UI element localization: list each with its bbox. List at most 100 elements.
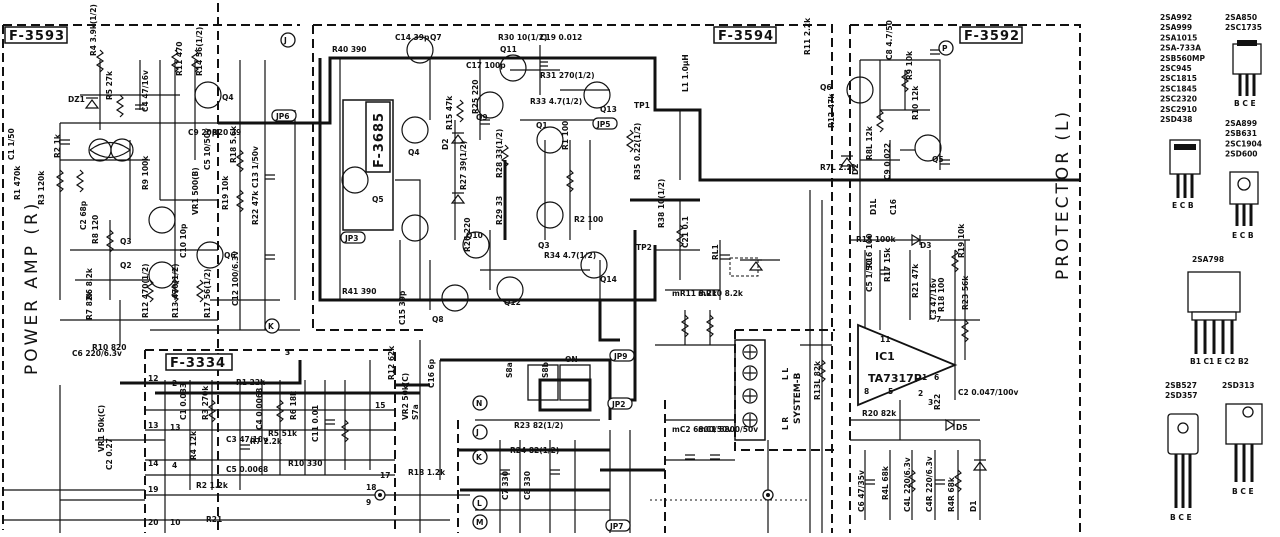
part-label-c11: C11 0.01 [311,405,320,442]
part-label-r1: R1 100 [561,121,570,150]
legend-part-name: 2SB631 [1225,129,1257,138]
part-label-c4: C4 47/16v [141,70,150,112]
part-label-r21: R21 47k [911,263,920,298]
legend-part-name: 2SA992 [1160,13,1192,22]
part-label-q3: Q3 [538,241,550,250]
thin-wiring [3,45,981,533]
connector-l-label: L [477,499,482,508]
part-label-mr11: mR11 8.2k [672,289,718,298]
connector-markers: J P K N J K L M [264,32,954,530]
part-label-r15: R15 47k [445,95,454,130]
part-label-r20: R20 39 [212,128,241,137]
part-label-r8: R8 120 [91,215,100,244]
part-label-dz1: DZ1 [68,95,85,104]
legend-part-name: 2SA899 [1225,119,1257,128]
pin-number: 6 [934,373,939,382]
part-label-q5: Q5 [372,195,384,204]
part-label-r13: R13 470(1/2) [171,263,180,318]
part-label-c17: C17 100p [466,61,506,70]
part-label-r31: R31 270(1/2) [540,71,595,80]
part-label-c5: C5 10/50v [203,128,212,170]
part-label-c3: C3 47/10v [226,435,268,444]
resistor-symbols [55,49,970,493]
part-label-s8b: S8b [541,361,550,378]
pin-number: 13 [148,421,158,430]
relay-ll-label: L L [781,368,790,380]
pin-number: 8 [864,387,869,396]
part-label-c2: C2 68p [79,200,88,230]
board-label-f3592: F-3592 [959,26,1023,44]
legend-package-4-icon: B1 C1 E C2 B2 [1187,271,1249,366]
part-label-r18: R18 100 [937,278,946,312]
pin-number: 19 [148,485,158,494]
part-label-r10: R10 330 [288,459,322,468]
connector-j-bottom-label: J [475,428,479,437]
part-label-r2: R2 1.2k [196,481,229,490]
part-label-r9: R9 100k [141,155,150,190]
part-label-r28: R28 33(1/2) [495,129,504,178]
pin-number: 18 [366,483,376,492]
jumper-jp3: JP3 [344,234,359,243]
part-label-r3: R3 270k [201,385,210,420]
part-label-r15: R15 100k [856,235,896,244]
legend-part-name: 2SD313 [1222,381,1255,390]
part-label-c1: C1 1/50 [7,128,16,160]
part-label-r19: R19 10k [221,175,230,210]
ic1-part: TA7317P [868,372,922,385]
legend-part-name: 2SB527 [1165,381,1197,390]
pin-number: 15 [375,401,385,410]
part-label-r5: R5 27k [105,70,114,100]
board-f3594-title: F-3594 [718,29,774,44]
part-label-r19: R19 10k [957,223,966,258]
part-label-r40: R40 390 [332,45,366,54]
test-point-tp2: TP2 [636,243,652,252]
part-label-c4l: C4L 220/6.3v [903,457,912,512]
part-label-c8: C8 4.7/50 [885,20,894,60]
pin-number: 7 [936,315,941,324]
board-f3593-title: F-3593 [9,29,65,44]
part-label-d1: D1 [969,501,978,512]
legend-package-4-pins: B1 C1 E C2 B2 [1190,357,1249,366]
part-label-r27: R27 39(1/2) [459,141,468,190]
part-label-r4: R4 3.9k(1/2) [89,4,98,56]
part-label-c12: C12 100/6.3v [231,251,240,306]
legend-part-name: 2SC1845 [1160,84,1197,93]
legend-part-name: 2SC1815 [1160,74,1197,83]
part-label-q1: Q1 [536,121,548,130]
legend-package-5-icon: B C E [1167,413,1199,522]
part-label-c6: C6 47/35v [857,470,866,512]
jumper-jp5: JP5 [596,120,611,129]
part-label-c14: C14 39p [395,33,430,42]
part-label-q14: Q14 [600,275,617,284]
part-label-r34: R34 4.7(1/2) [544,251,596,260]
part-label-r2: R2 1k [53,133,62,158]
legend-part-name: 2SA798 [1192,255,1224,264]
part-label-r17: R17 56(1/2) [203,269,212,318]
part-label-r11: R11 470 [175,42,184,76]
part-label-mc1: mC1 6800/50v [698,425,758,434]
board-label-f3334: F-3334 [165,353,233,371]
part-label-q11: Q11 [500,45,517,54]
part-label-r11: R11 2.2k [803,17,812,55]
part-label-r2: R2 100 [574,215,603,224]
part-label-q8: Q8 [432,315,444,324]
relay-block [527,257,766,441]
part-label-c16: C16 [889,199,898,215]
legend-group-6-parts: 2SD313 [1222,381,1255,390]
part-label-mr10: mR10 8.2k [698,289,744,298]
pin-number: 13 [170,423,180,432]
jumper-jp7: JP7 [609,522,624,531]
pin-number: 1 [922,373,927,382]
part-label-c3: C3 47/16v [929,278,938,320]
board-outlines [2,3,1081,533]
pin-number: 20 [148,518,158,527]
test-point-tp1: TP1 [634,101,650,110]
relay-lr-label: L R [781,417,790,430]
